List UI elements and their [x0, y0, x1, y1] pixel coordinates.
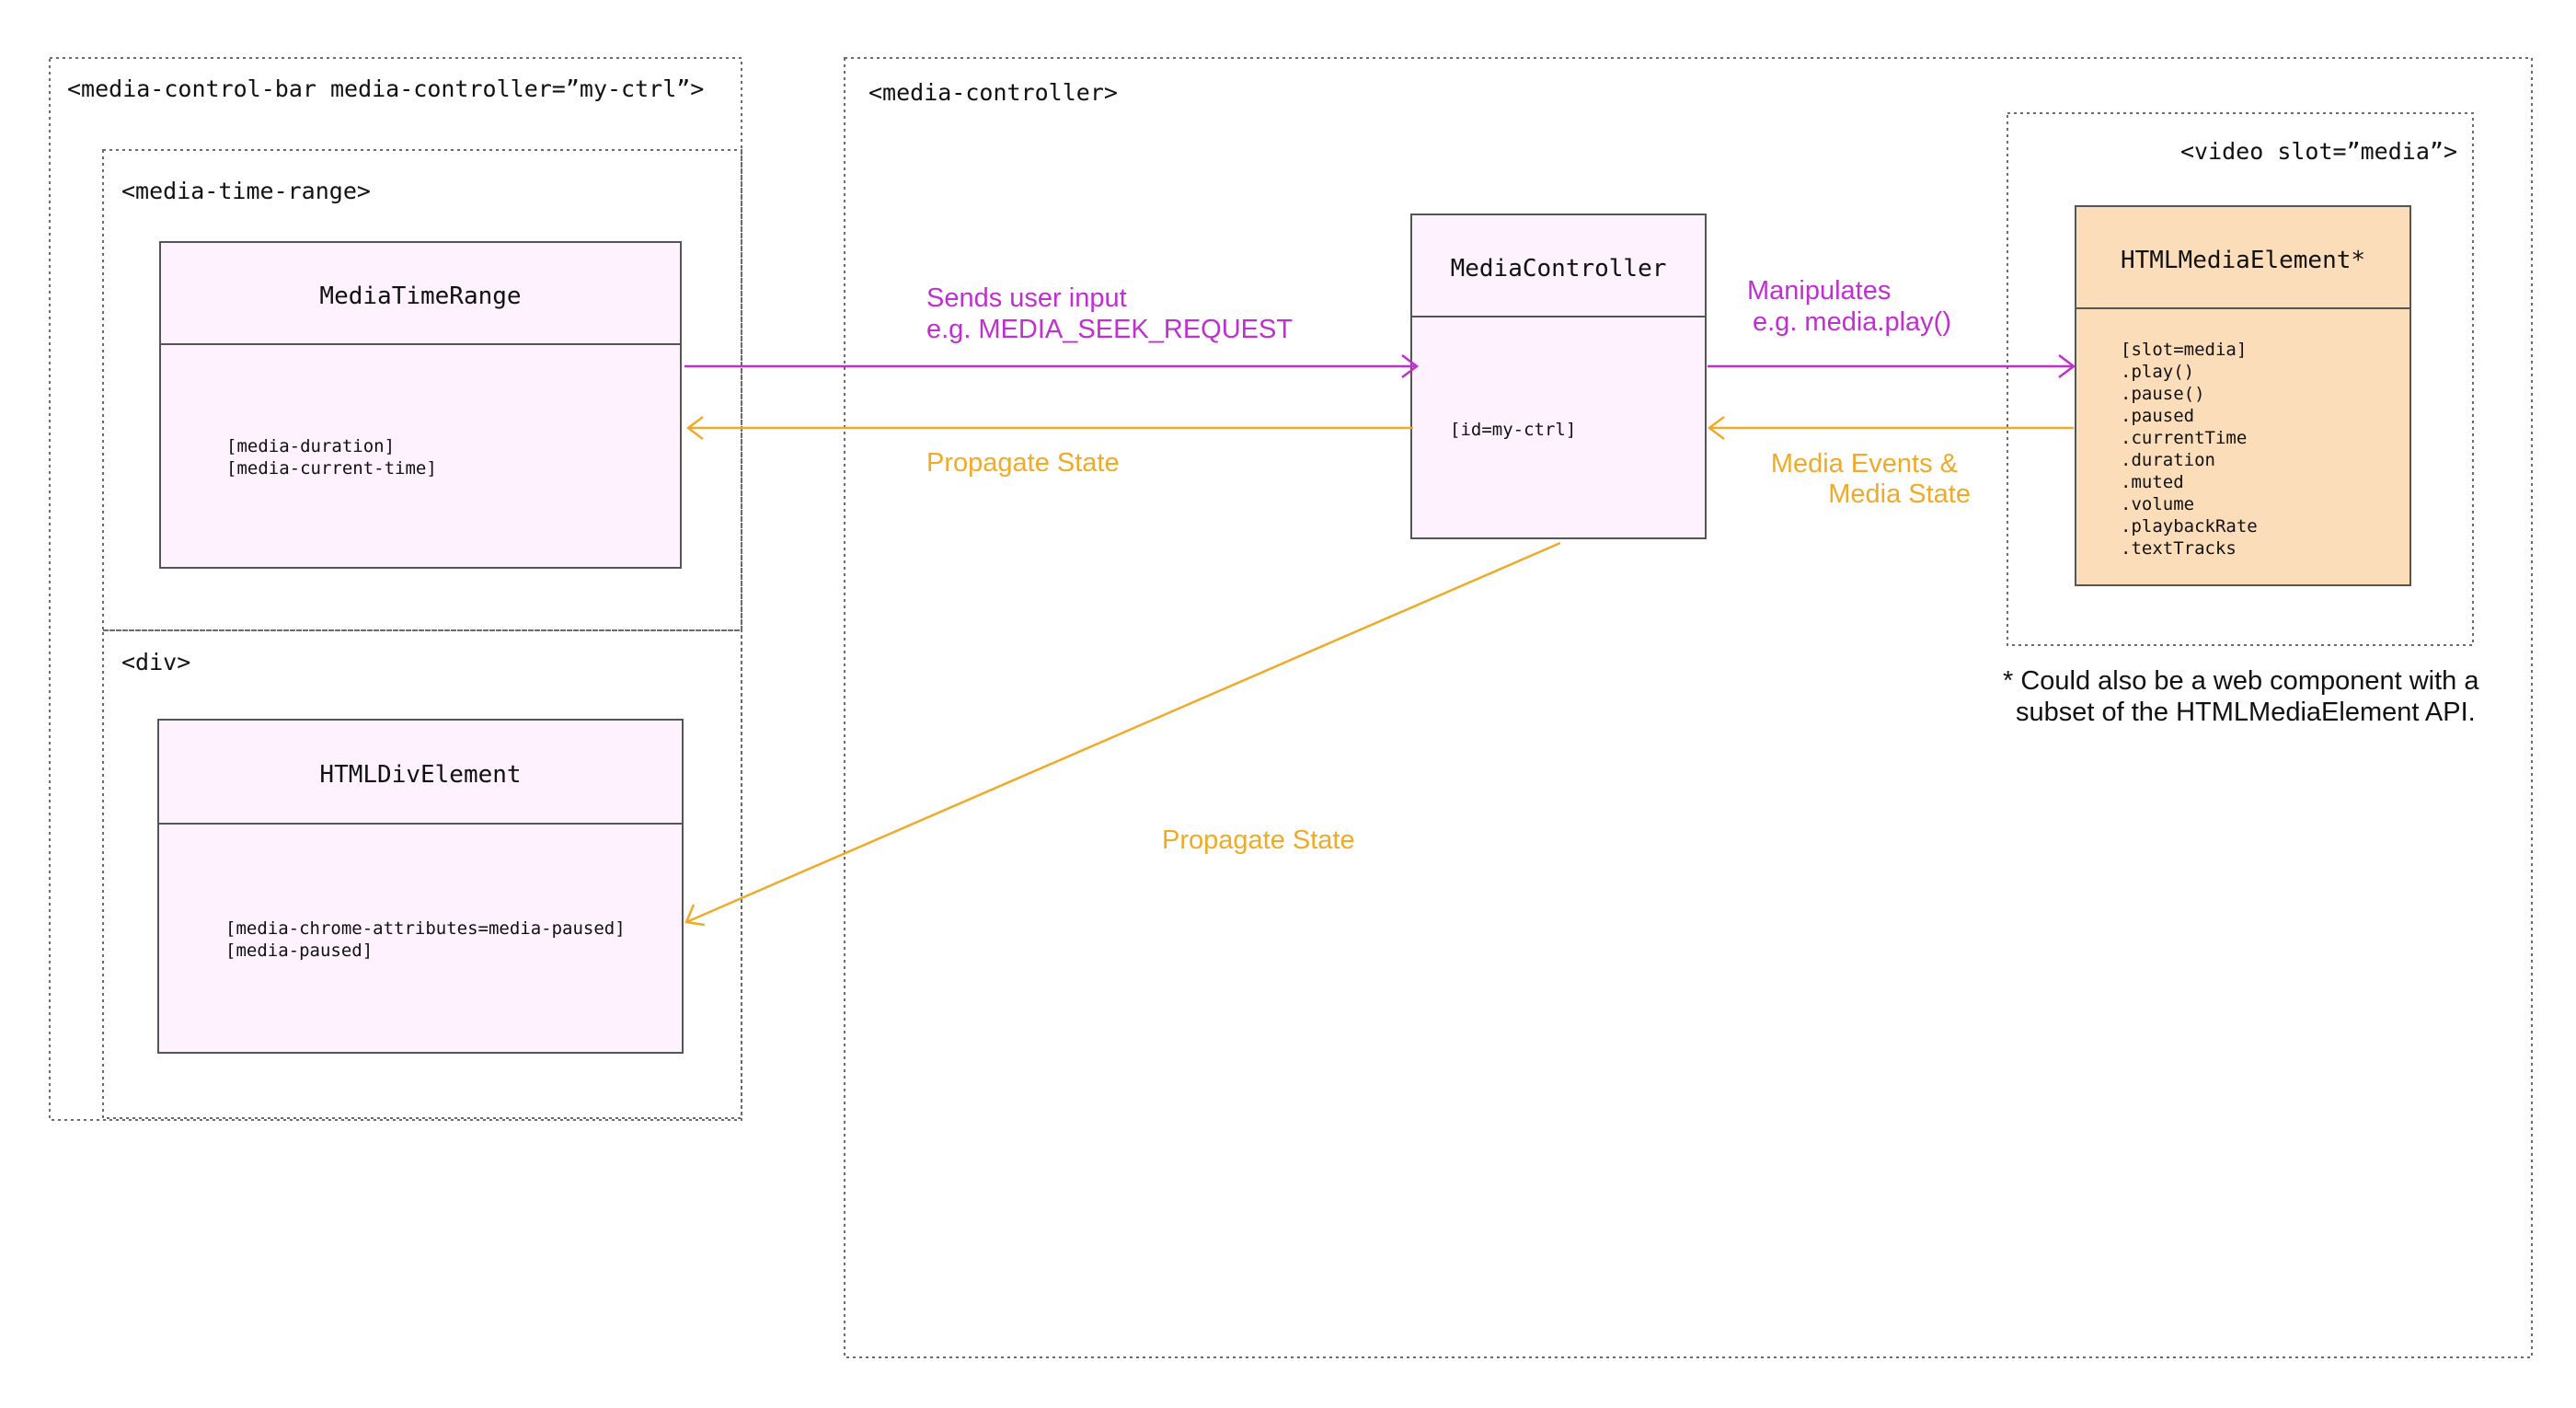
manipulates-label: Manipulates [1747, 276, 1891, 306]
html-media-element-title: HTMLMediaElement* [2121, 247, 2365, 274]
html-div-element-attr: [media-paused] [225, 941, 373, 961]
html-media-element-attr: .muted [2121, 472, 2184, 492]
propagate-state-div-arrow [684, 541, 1561, 927]
propagate-state-top-arrow [685, 416, 1413, 440]
media-time-range-box: MediaTimeRange [media-duration] [media-c… [159, 241, 682, 569]
propagate-state-div-label: Propagate State [1162, 825, 1355, 855]
html-media-element-attr: .duration [2121, 450, 2215, 470]
group-video: <video slot=”media”> [2007, 112, 2474, 646]
media-controller-attr: [id=my-ctrl] [1450, 420, 1576, 440]
sends-user-input-label: Sends user input [926, 283, 1127, 313]
html-media-element-attr: .playbackRate [2121, 516, 2258, 537]
sends-user-input-example: e.g. MEDIA_SEEK_REQUEST [926, 315, 1293, 344]
media-controller-title: MediaController [1451, 255, 1667, 283]
html-media-element-attr: .play() [2121, 362, 2194, 382]
manipulates-arrow [1708, 354, 2076, 378]
group-media-controller: <media-controller> [844, 57, 2533, 1358]
media-time-range-attr: [media-current-time] [226, 458, 437, 479]
html-media-element-attr: .textTracks [2121, 538, 2237, 559]
sends-user-input-arrow [684, 354, 1420, 378]
media-events-arrow [1707, 416, 2074, 440]
group-media-control-bar: <media-control-bar media-controller=”my-… [49, 57, 742, 1121]
group-media-control-bar-tag: <media-control-bar media-controller=”my-… [67, 75, 704, 102]
footnote-line: subset of the HTMLMediaElement API. [2016, 698, 2476, 727]
media-time-range-title: MediaTimeRange [319, 283, 521, 310]
group-media-time-range: <media-time-range> [102, 149, 742, 631]
media-events-label: Media Events & [1771, 449, 1958, 479]
propagate-state-top-label: Propagate State [926, 448, 1120, 478]
group-video-tag: <video slot=”media”> [2180, 138, 2457, 165]
group-media-time-range-tag: <media-time-range> [121, 178, 371, 204]
media-time-range-attr: [media-duration] [226, 436, 395, 456]
footnote-line: * Could also be a web component with a [2003, 666, 2479, 696]
html-div-element-attr: [media-chrome-attributes=media-paused] [225, 918, 626, 939]
html-div-element-box: HTMLDivElement [media-chrome-attributes=… [157, 719, 684, 1054]
manipulates-example: e.g. media.play() [1753, 307, 1951, 337]
html-media-element-attr: .volume [2121, 494, 2194, 514]
html-media-element-box: HTMLMediaElement* [slot=media] .play() .… [2075, 205, 2411, 586]
html-media-element-attr: [slot=media] [2121, 340, 2247, 360]
group-media-controller-tag: <media-controller> [868, 79, 1118, 106]
html-media-element-attr: .pause() [2121, 384, 2205, 404]
html-div-element-title: HTMLDivElement [319, 761, 521, 789]
html-media-element-attr: .paused [2121, 406, 2194, 426]
media-controller-box: MediaController [id=my-ctrl] [1410, 214, 1707, 539]
group-div-tag: <div> [121, 649, 190, 675]
media-state-label: Media State [1828, 479, 1971, 509]
group-div: <div> [102, 629, 742, 1119]
html-media-element-attr: .currentTime [2121, 428, 2247, 448]
